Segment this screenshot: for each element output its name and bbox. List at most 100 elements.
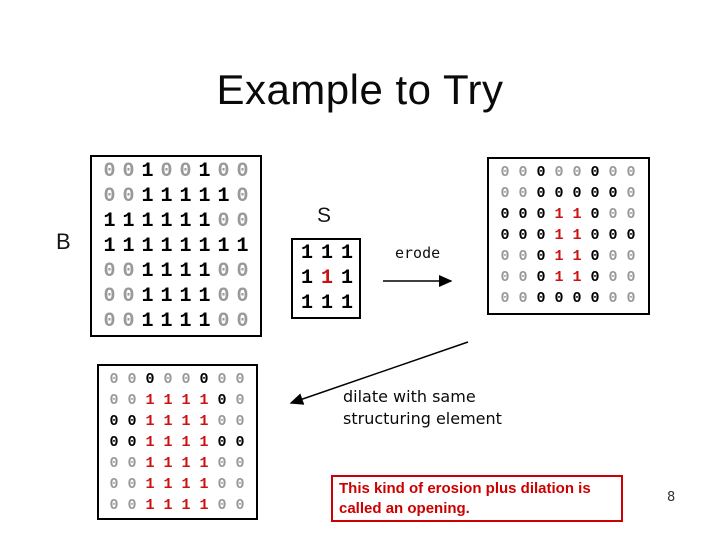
matrix-cell: 0 [127, 434, 137, 451]
matrix-cell: 0 [518, 248, 528, 265]
matrix-cell: 0 [608, 185, 618, 202]
matrix-cell: 0 [122, 160, 135, 183]
matrix-cell: 0 [103, 310, 116, 333]
matrix-cell: 1 [340, 267, 353, 290]
matrix-cell: 1 [181, 392, 191, 409]
matrix-cell: 0 [536, 206, 546, 223]
matrix-cell: 1 [300, 267, 313, 290]
matrix-cell: 0 [500, 227, 510, 244]
matrix-cell: 0 [217, 210, 230, 233]
matrix-cell: 0 [590, 227, 600, 244]
dilate-caption-line1: dilate with same [343, 387, 476, 406]
matrix-cell: 1 [181, 413, 191, 430]
matrix-cell: 0 [608, 248, 618, 265]
matrix-cell: 0 [626, 227, 636, 244]
matrix-cell: 0 [103, 285, 116, 308]
matrix-cell: 0 [217, 285, 230, 308]
matrix-cell: 1 [103, 210, 116, 233]
matrix-cell: 0 [145, 371, 155, 388]
matrix-cell: 1 [181, 476, 191, 493]
dilate-caption-line2: structuring element [343, 409, 502, 428]
matrix-cell: 1 [199, 434, 209, 451]
matrix-cell: 1 [554, 269, 564, 286]
matrix-cell: 1 [179, 260, 192, 283]
matrix-cell: 0 [217, 310, 230, 333]
matrix-cell: 0 [518, 206, 528, 223]
matrix-cell: 1 [554, 248, 564, 265]
matrix-cell: 0 [235, 476, 245, 493]
matrix-cell: 0 [590, 164, 600, 181]
matrix-cell: 0 [590, 248, 600, 265]
matrix-cell: 1 [160, 310, 173, 333]
matrix-cell: 1 [145, 497, 155, 514]
matrix-cell: 0 [235, 413, 245, 430]
matrix-cell: 0 [500, 206, 510, 223]
matrix-cell: 1 [145, 413, 155, 430]
matrix-cell: 0 [536, 269, 546, 286]
matrix-cell: 0 [109, 497, 119, 514]
matrix-cell: 0 [236, 185, 249, 208]
matrix-cell: 0 [626, 164, 636, 181]
matrix-cell: 0 [536, 164, 546, 181]
matrix-cell: 0 [590, 269, 600, 286]
matrix-cell: 1 [122, 235, 135, 258]
matrix-cell: 0 [626, 290, 636, 307]
matrix-cell: 0 [236, 285, 249, 308]
matrix-cell: 0 [217, 260, 230, 283]
matrix-cell: 1 [163, 392, 173, 409]
matrix-cell: 1 [320, 242, 333, 265]
matrix-cell: 0 [518, 290, 528, 307]
matrix-cell: 1 [179, 285, 192, 308]
matrix-cell: 1 [199, 455, 209, 472]
matrix-cell: 1 [141, 210, 154, 233]
matrix-cell: 1 [160, 260, 173, 283]
matrix-cell: 0 [518, 185, 528, 202]
matrix-cell: 0 [554, 185, 564, 202]
matrix-cell: 0 [163, 371, 173, 388]
matrix-cell: 1 [181, 455, 191, 472]
matrix-cell: 1 [572, 269, 582, 286]
matrix-cell: 1 [199, 392, 209, 409]
matrix-cell: 1 [198, 160, 211, 183]
opening-note-line2: called an opening. [339, 500, 470, 517]
matrix-cell: 1 [122, 210, 135, 233]
matrix-cell: 1 [198, 285, 211, 308]
matrix-cell: 0 [554, 290, 564, 307]
matrix-cell: 0 [554, 164, 564, 181]
matrix-cell: 1 [141, 160, 154, 183]
matrix-cell: 0 [109, 413, 119, 430]
matrix-cell: 0 [236, 160, 249, 183]
matrix-cell: 0 [122, 310, 135, 333]
matrix-cell: 0 [536, 185, 546, 202]
page-number: 8 [667, 490, 676, 505]
matrix-cell: 0 [608, 290, 618, 307]
matrix-cell: 0 [127, 371, 137, 388]
matrix-cell: 0 [109, 455, 119, 472]
matrix-cell: 0 [536, 227, 546, 244]
matrix-cell: 0 [217, 160, 230, 183]
opening-note-box: This kind of erosion plus dilation is ca… [331, 475, 623, 522]
matrix-cell: 0 [536, 248, 546, 265]
matrix-cell: 0 [235, 497, 245, 514]
matrix-cell: 0 [572, 185, 582, 202]
matrix-cell: 0 [160, 160, 173, 183]
matrix-cell: 0 [217, 392, 227, 409]
matrix-cell: 1 [320, 292, 333, 315]
opening-note-line1: This kind of erosion plus dilation is [339, 480, 591, 497]
matrix-cell: 0 [626, 206, 636, 223]
matrix-cell: 1 [145, 476, 155, 493]
matrix-cell: 0 [500, 248, 510, 265]
matrix-cell: 1 [198, 235, 211, 258]
matrix-cell: 0 [109, 371, 119, 388]
matrix-cell: 1 [217, 185, 230, 208]
matrix-cell: 0 [500, 164, 510, 181]
matrix-cell: 1 [181, 497, 191, 514]
matrix-cell: 0 [236, 310, 249, 333]
matrix-cell: 1 [199, 497, 209, 514]
matrix-cell: 0 [518, 269, 528, 286]
matrix-cell: 1 [179, 210, 192, 233]
